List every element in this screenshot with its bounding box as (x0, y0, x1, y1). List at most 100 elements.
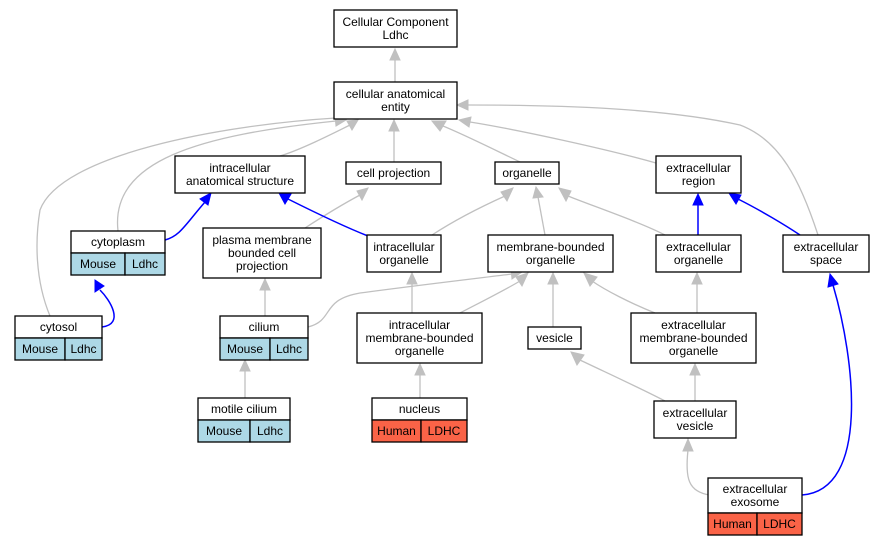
node-label-line: membrane-bounded (365, 331, 473, 345)
edge-ecves-vesicle (570, 351, 666, 402)
node-box (527, 326, 582, 350)
edge-icmbo-icorg (406, 271, 418, 313)
node-label-line: vesicle (677, 419, 714, 433)
node-label-line: extracellular (666, 161, 731, 175)
edge-organelle-cae (430, 120, 521, 163)
edge-exosome-ecves (682, 437, 711, 496)
gene-cell (420, 419, 468, 443)
node-label-line: intracellular (209, 161, 270, 175)
node-label-line: bounded cell (228, 246, 296, 260)
edge-cilium-pmbcp (259, 277, 271, 316)
node-organelle[interactable]: organelle (494, 161, 560, 185)
node-box (630, 312, 757, 364)
node-label-line: Cellular Component (342, 15, 449, 29)
species-label: Human (377, 424, 416, 438)
species-label: Human (713, 517, 752, 531)
node-box (653, 400, 737, 439)
node-label-line: extracellular (794, 240, 859, 254)
edge-ecregion-cae (457, 116, 657, 164)
node-label-line: organelle (669, 344, 719, 358)
node-box (202, 227, 322, 279)
node-box (366, 234, 442, 273)
gene-cell (124, 252, 166, 276)
node-label-line: extracellular (723, 482, 788, 496)
node-label-line: cilium (249, 320, 280, 334)
edges-layer (36, 47, 853, 496)
species-label: Mouse (80, 257, 116, 271)
node-label-line: extracellular (666, 240, 731, 254)
edge-exosome-ecspace (801, 272, 853, 496)
edge-nucleus-icmbo (414, 362, 426, 398)
node-label-line: projection (236, 259, 288, 273)
edge-vesicle-mbo (547, 271, 559, 327)
node-label-line: extracellular (663, 406, 728, 420)
node-box (655, 155, 742, 194)
node-label-line: space (810, 253, 842, 267)
gene-label: Ldhc (70, 342, 96, 356)
edge-cae-root (389, 47, 401, 82)
node-vesicle[interactable]: vesicle (527, 326, 582, 350)
node-label-line: exosome (731, 495, 780, 509)
edge-cytosol-cytoplasm (94, 279, 115, 328)
edge-icorg-organelle (431, 187, 514, 236)
node-label-line: organelle (526, 253, 576, 267)
edge-ias-cae (279, 119, 359, 157)
node-label-line: membrane-bounded (496, 240, 604, 254)
species-label: Mouse (227, 342, 263, 356)
node-label-line: organelle (379, 253, 429, 267)
node-box (345, 161, 442, 185)
gene-label: Ldhc (132, 257, 158, 271)
node-label-line: organelle (502, 166, 552, 180)
gene-label: LDHC (428, 424, 461, 438)
gene-cell (756, 512, 803, 536)
edge-icmbo-mbo (459, 272, 529, 314)
edge-motcil-cilium (239, 358, 251, 398)
node-box (655, 234, 742, 273)
gene-label: LDHC (763, 517, 796, 531)
node-label-line: anatomical structure (186, 174, 294, 188)
node-label-line: membrane-bounded (639, 331, 747, 345)
edge-ecspace-cae (455, 99, 819, 236)
edge-ecspace-ecregion (727, 192, 801, 236)
edge-pmbcp-cellproj (304, 187, 369, 229)
edge-ecmbo-ecorg (691, 271, 703, 313)
node-box (356, 312, 483, 364)
node-box (707, 477, 803, 514)
node-cellproj[interactable]: cell projection (345, 161, 442, 185)
node-label-line: nucleus (399, 402, 440, 416)
gene-cell (269, 337, 309, 361)
node-label-line: intracellular (373, 240, 434, 254)
edge-mbo-organelle (532, 185, 546, 236)
node-box (333, 81, 458, 120)
edge-cellproj-cae (388, 118, 400, 162)
edge-cytosol-cae (36, 112, 348, 317)
gene-cell (64, 337, 103, 361)
node-label-line: organelle (395, 344, 445, 358)
node-box (174, 155, 306, 194)
node-box (494, 161, 560, 185)
node-label-line: extracellular (661, 318, 726, 332)
species-label: Mouse (206, 424, 242, 438)
node-label-line: plasma membrane (212, 233, 312, 247)
node-label-line: motile cilium (211, 402, 277, 416)
node-label-line: region (682, 174, 715, 188)
